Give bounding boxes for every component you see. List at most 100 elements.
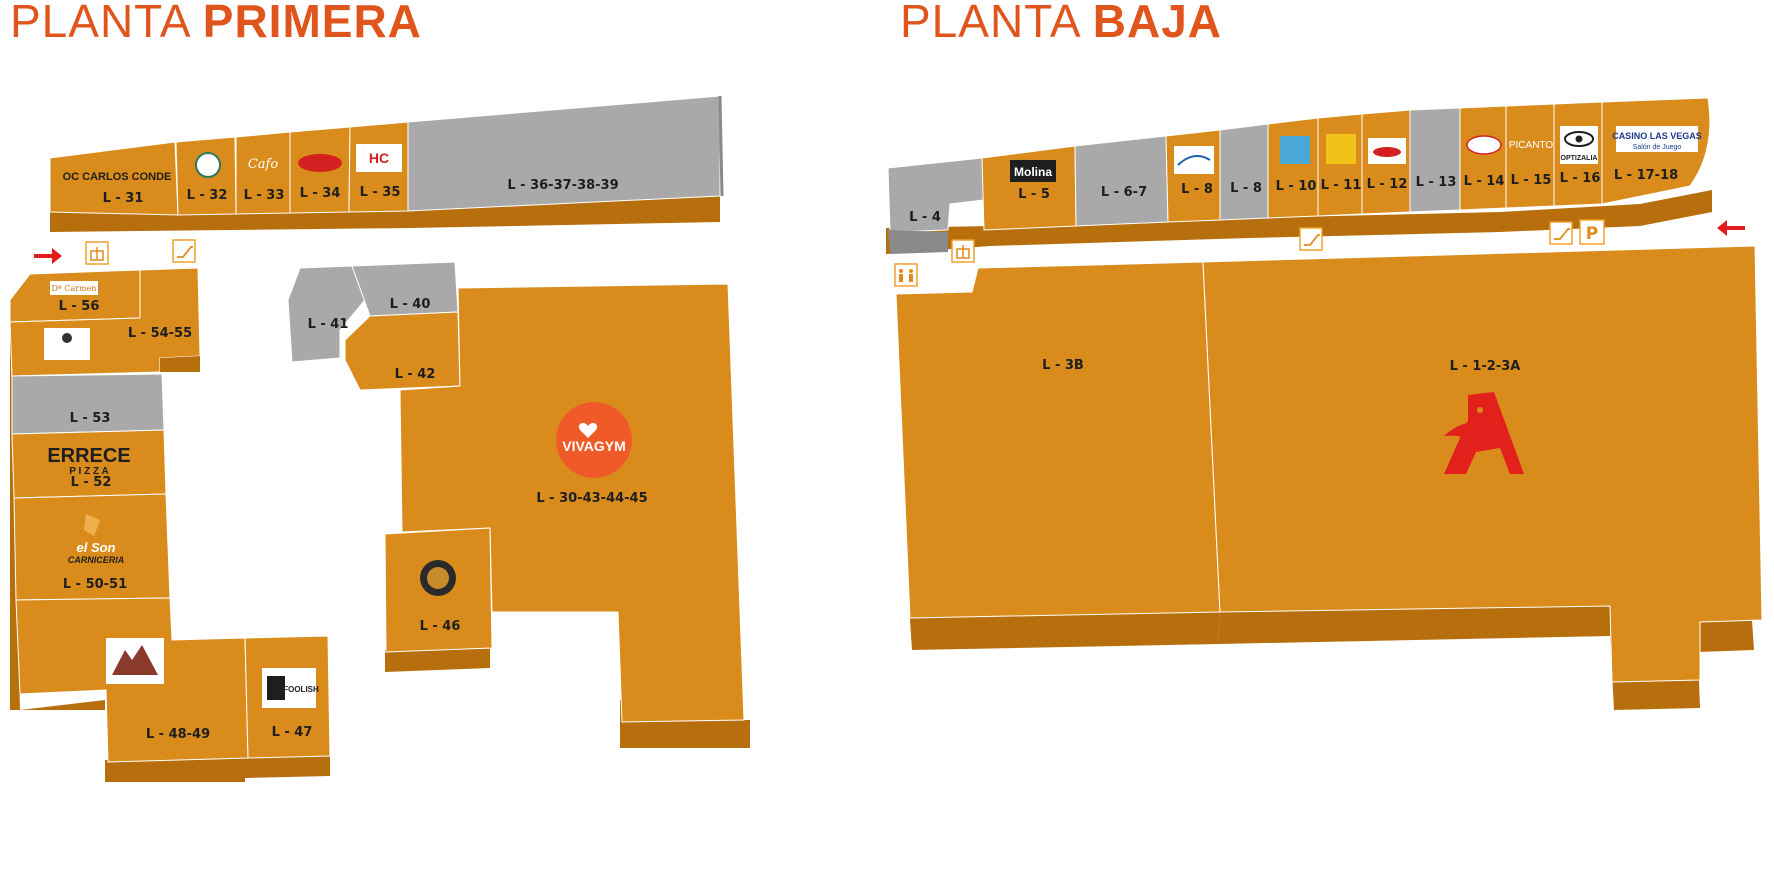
unit-l54-55[interactable]: L - 54-55 [9, 267, 201, 377]
unit-label: L - 6-7 [1101, 185, 1147, 200]
l46-side [385, 648, 490, 672]
auchan-bird-logo [1444, 392, 1524, 474]
eye-icon [1564, 131, 1594, 147]
unit-label: L - 12 [1367, 177, 1408, 192]
logo-foolish-mark [267, 676, 285, 700]
unit-label: L - 52 [71, 475, 112, 490]
unit-label: L - 41 [308, 317, 349, 332]
unit-l6-7[interactable]: L - 6-7 [1074, 135, 1169, 227]
brand-dcarmen: Dª Carmen [52, 284, 97, 293]
unit-label: L - 16 [1560, 171, 1601, 186]
brand-casino: CASINO LAS VEGAS [1612, 131, 1702, 141]
parking-icon[interactable]: P [1579, 219, 1605, 245]
unit-l3b[interactable]: L - 3B [895, 261, 1221, 619]
unit-l12[interactable]: L - 12 [1361, 109, 1411, 215]
logo-l10 [1280, 136, 1310, 164]
logo-l11 [1326, 134, 1356, 164]
unit-label: L - 8 [1181, 182, 1213, 197]
unit-l48-49[interactable]: L - 48-49 [15, 597, 249, 763]
unit-l30-43-44-45[interactable]: VIVAGYM L - 30-43-44-45 [399, 283, 745, 723]
brand-molina: Molina [1014, 165, 1052, 179]
entrance-arrow-icon [34, 248, 62, 264]
unit-l35[interactable]: HC L - 35 [348, 121, 409, 213]
unit-label: L - 42 [395, 367, 436, 382]
unit-label: L - 8 [1230, 181, 1262, 196]
unit-label: L - 33 [244, 188, 285, 203]
unit-l42[interactable]: L - 42 [344, 311, 461, 391]
unit-label: L - 46 [420, 619, 461, 634]
brand-optizalia: OPTIZALIA [1561, 155, 1598, 162]
unit-l34[interactable]: L - 34 [289, 126, 351, 214]
unit-l32[interactable]: L - 32 [175, 136, 237, 216]
unit-l8-vacant[interactable]: L - 8 [1219, 123, 1269, 221]
unit-label: L - 31 [103, 191, 144, 206]
unit-l10[interactable]: L - 10 [1267, 117, 1319, 219]
unit-l14[interactable]: L - 14 [1459, 105, 1507, 211]
unit-l1-2-3a[interactable]: L - 1-2-3A [1202, 245, 1763, 683]
unit-label: L - 34 [300, 186, 341, 201]
planta-primera: OC CARLOS CONDE L - 31 L - 32 Cafo L - 3… [9, 95, 750, 782]
logo-vivagym [556, 402, 632, 478]
unit-label: L - 36-37-38-39 [507, 178, 618, 193]
logo-l54 [44, 328, 90, 360]
brand-vivagym: VIVAGYM [562, 438, 626, 454]
logo-elson [84, 514, 100, 536]
floor-title-bold: PRIMERA [202, 0, 422, 47]
unit-label: L - 13 [1416, 175, 1457, 190]
entrance-arrow-icon [1717, 220, 1745, 236]
unit-l11[interactable]: L - 11 [1317, 113, 1363, 217]
unit-l46[interactable]: L - 46 [384, 527, 493, 653]
unit-l5[interactable]: Molina L - 5 [981, 145, 1077, 231]
brand-picanto: PICANTO [1509, 140, 1553, 151]
unit-label: L - 4 [909, 210, 941, 225]
logo-l34 [298, 154, 342, 172]
unit-l56[interactable]: Dª Carmen L - 56 [9, 269, 141, 323]
unit-l40[interactable]: L - 40 [351, 261, 459, 317]
floor-title-bold: BAJA [1092, 0, 1223, 47]
unit-l50-51[interactable]: el Son CARNICERIA L - 50-51 [13, 493, 171, 601]
unit-label: L - 15 [1511, 173, 1552, 188]
l3b-side [910, 612, 1220, 650]
escalator-icon[interactable] [172, 239, 196, 263]
logo-dcarmen [50, 281, 98, 295]
gift-icon[interactable] [85, 241, 109, 265]
gift-icon[interactable] [951, 239, 975, 263]
unit-label: L - 54-55 [128, 326, 192, 341]
planta-baja: L - 4 Molina L - 5 L - 6-7 L - 8 L - 8 [886, 97, 1763, 710]
unit-label: L - 14 [1464, 174, 1505, 189]
unit-label: L - 35 [360, 185, 401, 200]
escalator-icon[interactable] [1299, 227, 1323, 251]
unit-label: L - 53 [70, 411, 111, 426]
unit-l31[interactable]: OC CARLOS CONDE L - 31 [49, 141, 179, 216]
brand-foolish: FOOLISH [283, 685, 319, 694]
unit-l53[interactable]: L - 53 [11, 373, 165, 435]
unit-label: L - 56 [59, 299, 100, 314]
eye-pupil [1575, 135, 1583, 143]
unit-l13[interactable]: L - 13 [1409, 107, 1461, 213]
unit-l36-39[interactable]: L - 36-37-38-39 [407, 95, 724, 212]
logo-l12-mark [1373, 147, 1401, 157]
unit-l8-store[interactable]: L - 8 [1165, 129, 1221, 223]
unit-l15[interactable]: PICANTO L - 15 [1505, 103, 1555, 209]
unit-l16[interactable]: OPTIZALIA L - 16 [1553, 101, 1603, 207]
unit-label: L - 1-2-3A [1450, 359, 1521, 374]
unit-l17-18[interactable]: CASINO LAS VEGAS Salón de Juego L - 17-1… [1601, 97, 1711, 205]
unit-label: L - 11 [1321, 178, 1362, 193]
unit-label: L - 50-51 [63, 577, 127, 592]
logo-l8-mark [1177, 155, 1211, 166]
family-icon[interactable] [894, 263, 918, 287]
logo-l54-mark [62, 333, 72, 343]
baja-top-row-side [886, 190, 1712, 254]
heart-icon [578, 423, 598, 438]
unit-l52[interactable]: ERRECE P I Z Z A L - 52 [11, 429, 167, 499]
logo-l48-mark [112, 645, 158, 675]
brand-elson: el Son [76, 540, 115, 555]
unit-l33[interactable]: Cafo L - 33 [235, 131, 291, 215]
unit-label: L - 30-43-44-45 [536, 491, 647, 506]
escalator-icon[interactable] [1549, 221, 1573, 245]
floor-title-primera: PLANTA PRIMERA [10, 0, 422, 48]
unit-l47[interactable]: FOOLISH L - 47 [244, 635, 331, 759]
floor-title-baja: PLANTA BAJA [900, 0, 1222, 48]
brand-casino-sub: Salón de Juego [1633, 144, 1682, 151]
